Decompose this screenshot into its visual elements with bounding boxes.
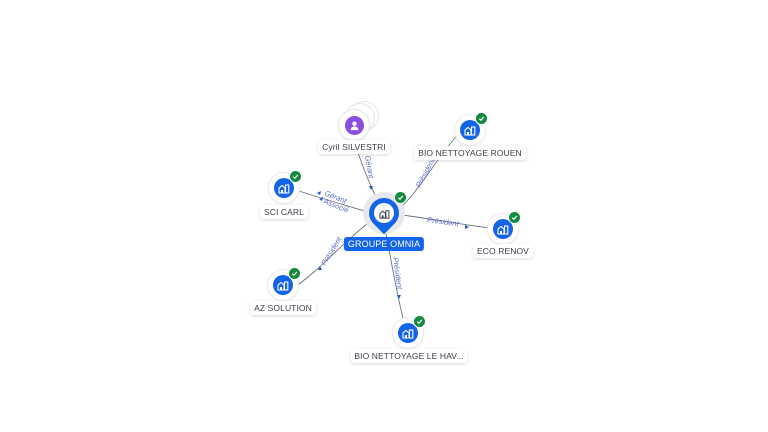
building-icon <box>493 219 513 239</box>
building-icon <box>460 120 480 140</box>
arrow-head <box>369 186 373 190</box>
node-sci-carl[interactable] <box>269 170 302 203</box>
edge-label-president-eco-renov: Président <box>427 215 461 228</box>
node-label-bio-nettoyage-le-havre: BIO NETTOYAGE LE HAV... <box>350 349 468 363</box>
building-icon <box>374 203 394 223</box>
edge-label-president-bio-rouen: Président <box>414 156 437 189</box>
verified-check-icon <box>289 170 302 183</box>
verified-check-icon <box>413 315 426 328</box>
edge-omnia-to-bio-rouen <box>399 131 461 209</box>
person-icon <box>344 115 364 135</box>
node-eco-renov[interactable] <box>488 211 521 244</box>
node-label-eco-renov: ECO RENOV <box>473 244 533 258</box>
arrow-head <box>319 197 323 201</box>
building-icon <box>398 323 418 343</box>
verified-check-icon <box>288 267 301 280</box>
edge-label-president-bio-le-havre: Président <box>391 257 404 291</box>
node-az-solution[interactable] <box>268 267 301 300</box>
node-label-cyril-silvestri: Cyril SILVESTRI <box>318 140 390 154</box>
arrow-head <box>317 191 321 195</box>
edge-omnia-to-sci-carl <box>295 189 369 213</box>
node-bio-nettoyage-rouen[interactable] <box>455 112 488 145</box>
verified-check-icon <box>475 112 488 125</box>
map-pin-marker <box>362 191 406 235</box>
node-cyril-silvestri[interactable] <box>338 100 384 140</box>
node-bio-nettoyage-le-havre[interactable] <box>393 315 426 348</box>
edge-omnia-to-az-solution <box>295 219 373 287</box>
node-groupe-omnia[interactable] <box>362 191 407 235</box>
edge-label-president-az-solution: Président <box>319 235 344 267</box>
arrow-head <box>465 225 469 229</box>
building-icon <box>274 178 294 198</box>
node-label-az-solution: AZ SOLUTION <box>250 301 316 315</box>
arrow-head <box>397 295 401 299</box>
verified-check-icon <box>394 191 407 204</box>
building-icon <box>273 275 293 295</box>
node-label-bio-nettoyage-rouen: BIO NETTOYAGE ROUEN <box>414 146 526 160</box>
verified-check-icon <box>508 211 521 224</box>
person-avatar <box>339 110 369 140</box>
center-halo <box>362 191 407 235</box>
arrow-head <box>318 266 322 270</box>
edge-omnia-to-eco-renov <box>401 214 491 229</box>
node-label-sci-carl: SCI CARL <box>259 205 309 219</box>
edge-label-gerant-cyril: Gérant <box>363 155 376 180</box>
node-label-groupe-omnia: GROUPE OMNIA <box>343 237 425 251</box>
